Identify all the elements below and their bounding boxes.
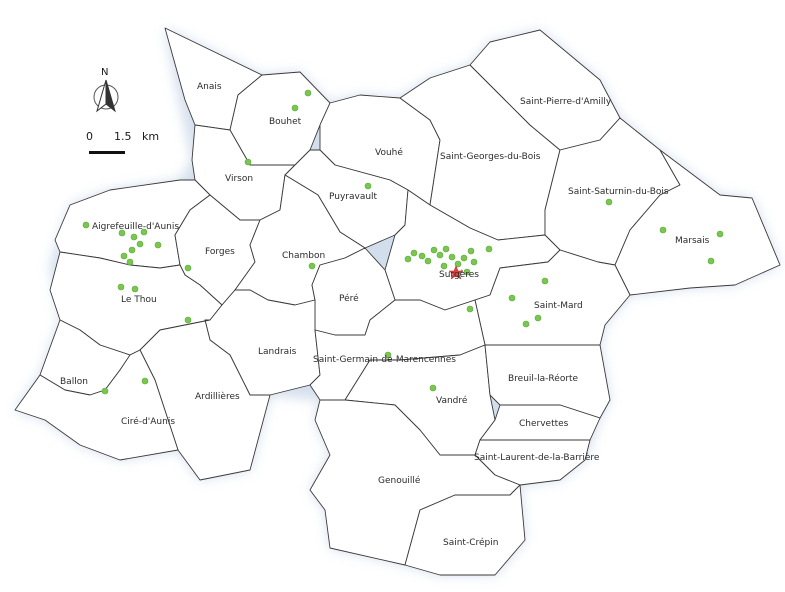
- label-saint-georges: Saint-Georges-du-Bois: [440, 152, 541, 162]
- label-forges: Forges: [205, 247, 235, 257]
- occurrence-point[interactable]: [460, 254, 468, 262]
- scale-start-label: 0: [86, 130, 93, 143]
- star-marker-icon[interactable]: [448, 265, 464, 280]
- occurrence-point[interactable]: [508, 294, 516, 302]
- occurrence-point[interactable]: [141, 377, 149, 385]
- label-saint-saturnin: Saint-Saturnin-du-Bois: [568, 187, 669, 197]
- label-pere: Péré: [339, 293, 359, 304]
- occurrence-point[interactable]: [118, 229, 126, 237]
- occurrence-point[interactable]: [140, 228, 148, 236]
- label-saint-pierre: Saint-Pierre-d'Amilly: [520, 97, 612, 107]
- north-label: N: [101, 67, 108, 78]
- label-saint-crepin: Saint-Crépin: [443, 537, 498, 548]
- occurrence-point[interactable]: [184, 316, 192, 324]
- occurrence-point[interactable]: [466, 305, 474, 313]
- occurrence-point[interactable]: [430, 246, 438, 254]
- label-virson: Virson: [225, 174, 253, 184]
- occurrence-point[interactable]: [659, 226, 667, 234]
- label-le-thou: Le Thou: [121, 295, 157, 305]
- occurrence-point[interactable]: [534, 314, 542, 322]
- label-breuil: Breuil-la-Réorte: [508, 373, 579, 384]
- label-chambon: Chambon: [282, 251, 325, 261]
- occurrence-point[interactable]: [448, 253, 456, 261]
- occurrence-point[interactable]: [117, 283, 125, 291]
- label-bouhet: Bouhet: [269, 117, 302, 127]
- scale-unit-label: km: [142, 130, 159, 143]
- occurrence-point[interactable]: [467, 247, 475, 255]
- occurrence-point[interactable]: [541, 277, 549, 285]
- commune-labels: Anais Bouhet Saint-Pierre-d'Amilly Vouhé…: [60, 82, 710, 548]
- occurrence-point[interactable]: [485, 245, 493, 253]
- label-saint-mard: Saint-Mard: [534, 301, 583, 311]
- label-vouhe: Vouhé: [375, 147, 403, 158]
- label-marsais: Marsais: [675, 236, 710, 246]
- occurrence-point[interactable]: [522, 320, 530, 328]
- occurrence-point[interactable]: [605, 198, 613, 206]
- occurrence-point[interactable]: [101, 387, 109, 395]
- occurrence-point[interactable]: [291, 104, 299, 112]
- occurrence-point[interactable]: [364, 182, 372, 190]
- label-puyravault: Puyravault: [329, 192, 378, 202]
- label-saint-germain: Saint-Germain-de-Marencennes: [313, 355, 456, 365]
- scale-bar-line: [89, 151, 125, 154]
- occurrence-point[interactable]: [707, 257, 715, 265]
- occurrence-point[interactable]: [436, 251, 444, 259]
- label-cire: Ciré-d'Aunis: [121, 416, 175, 427]
- occurrence-point[interactable]: [126, 258, 134, 266]
- label-landrais: Landrais: [258, 347, 297, 357]
- label-ardillieres: Ardillières: [195, 391, 240, 402]
- commune-saint-crepin[interactable]: [404, 484, 526, 576]
- occurrence-point[interactable]: [470, 258, 478, 266]
- label-anais: Anais: [197, 82, 222, 92]
- occurrence-point[interactable]: [304, 89, 312, 97]
- occurrence-point[interactable]: [410, 249, 418, 257]
- occurrence-point[interactable]: [308, 262, 316, 270]
- occurrence-point[interactable]: [184, 264, 192, 272]
- occurrence-point[interactable]: [442, 245, 450, 253]
- occurrence-point[interactable]: [384, 351, 392, 359]
- label-aigrefeuille: Aigrefeuille-d'Aunis: [92, 222, 179, 232]
- north-arrow-icon: N: [93, 67, 119, 113]
- occurrence-point[interactable]: [454, 260, 462, 268]
- label-vandre: Vandré: [436, 395, 468, 406]
- label-surgeres: Surgères: [439, 269, 479, 280]
- occurrence-point[interactable]: [429, 384, 437, 392]
- scale-bar: 0 1.5 km: [86, 130, 159, 154]
- occurrence-point[interactable]: [404, 255, 412, 263]
- occurrence-point[interactable]: [440, 262, 448, 270]
- occurrence-points: [82, 89, 724, 395]
- occurrence-point[interactable]: [418, 252, 426, 260]
- occurrence-point[interactable]: [130, 233, 138, 241]
- occurrence-point[interactable]: [120, 252, 128, 260]
- label-chervettes: Chervettes: [519, 419, 569, 429]
- occurrence-point[interactable]: [154, 241, 162, 249]
- occurrence-point[interactable]: [716, 230, 724, 238]
- occurrence-point[interactable]: [244, 158, 252, 166]
- occurrence-point[interactable]: [463, 268, 471, 276]
- occurrence-point[interactable]: [136, 240, 144, 248]
- commune-marsais[interactable]: [614, 149, 781, 296]
- label-ballon: Ballon: [60, 377, 88, 387]
- occurrence-point[interactable]: [128, 246, 136, 254]
- occurrence-point[interactable]: [82, 221, 90, 229]
- scale-end-label: 1.5: [114, 130, 132, 143]
- label-genouille: Genouillé: [378, 475, 421, 486]
- occurrence-point[interactable]: [424, 257, 432, 265]
- label-saint-laurent: Saint-Laurent-de-la-Barrière: [474, 452, 600, 463]
- occurrence-point[interactable]: [131, 285, 139, 293]
